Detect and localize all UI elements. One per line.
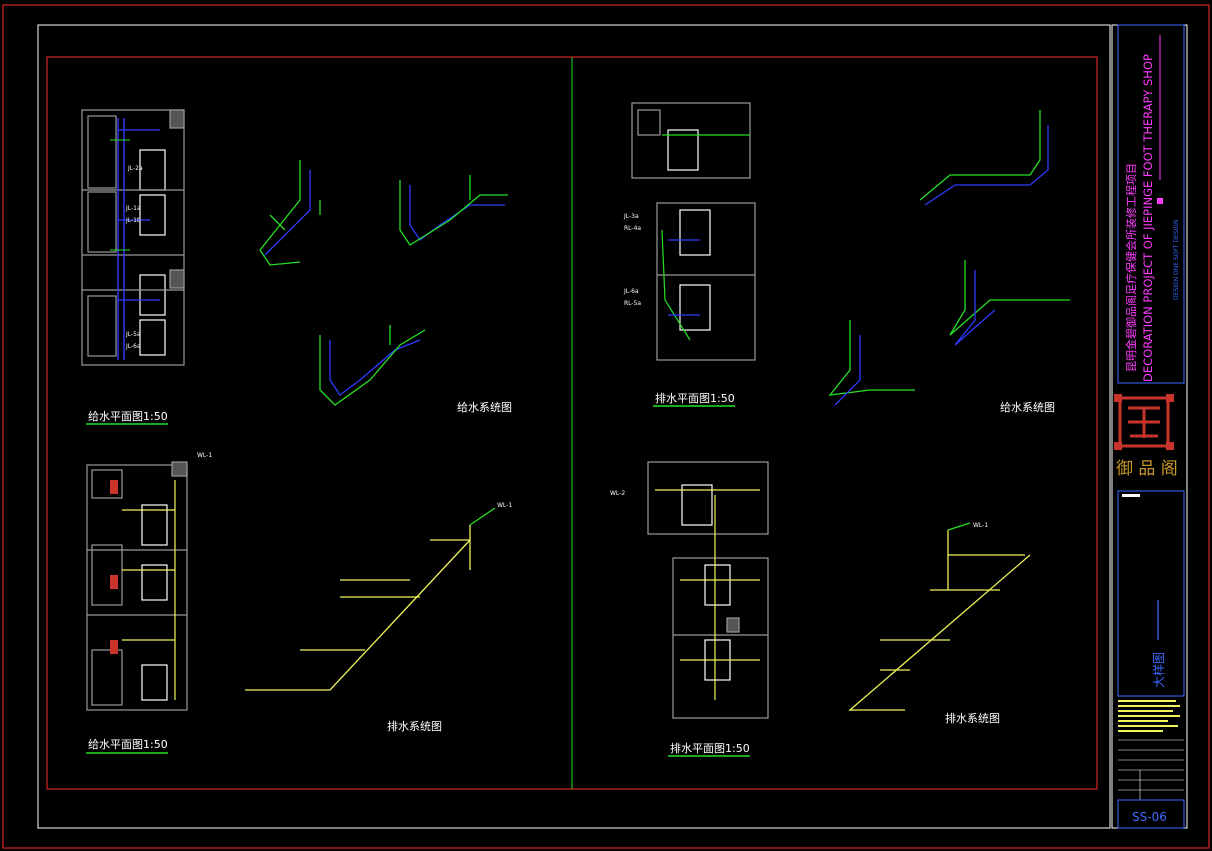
plan-label: JL-1b bbox=[125, 217, 141, 224]
plan-label: JL-6a bbox=[125, 343, 141, 350]
supply-system-isometric bbox=[259, 160, 508, 406]
supply-plan-top-labels: JL-2a JL-1a JL-1b JL-5a JL-6a bbox=[125, 165, 143, 350]
designer-note: DESIGN ONE SOFT DESIGN bbox=[1173, 219, 1180, 300]
plan-label: JL-3a bbox=[623, 213, 639, 220]
plan-label: RL-4a bbox=[624, 225, 641, 232]
supply-system-caption-left: 给水系统图 bbox=[457, 401, 512, 414]
drain-plan-top-caption: 排水平面图1:50 bbox=[655, 391, 735, 405]
plan-label: RL-5a bbox=[624, 300, 641, 307]
plan-label: JL-1a bbox=[125, 205, 141, 212]
revision-table bbox=[1118, 739, 1184, 800]
supply-system-isometric-right bbox=[828, 110, 1070, 406]
drain-plan-bottom bbox=[647, 461, 769, 719]
supply-plan-top bbox=[81, 109, 185, 366]
title-marker bbox=[1157, 198, 1163, 204]
plan-label: JL-6a bbox=[623, 288, 639, 295]
project-name-box bbox=[1117, 24, 1185, 384]
sheet-number: SS-06 bbox=[1132, 810, 1167, 824]
drain-plan-bottom-tag: WL-2 bbox=[610, 490, 625, 497]
drain-system-isometric-right bbox=[848, 522, 1031, 711]
supply-plan-bottom-caption: 给水平面图1:50 bbox=[88, 738, 168, 751]
project-title-cn: 昆明金碧御品阁足疗保健会所装修工程项目 bbox=[1124, 163, 1138, 372]
drain-plan-top bbox=[631, 102, 756, 361]
plan-label: JL-5a bbox=[125, 331, 141, 338]
drain-plan-bottom-caption: 排水平面图1:50 bbox=[670, 741, 750, 755]
drawing-border bbox=[37, 24, 1111, 829]
drawing-title-box bbox=[1117, 490, 1185, 697]
plan-label: JL-2a bbox=[127, 165, 143, 172]
drawing-title: 大样图 bbox=[1151, 652, 1166, 688]
general-notes-block bbox=[1118, 700, 1180, 732]
left-panel: JL-2a JL-1a JL-1b JL-5a JL-6a 给水平面图1:50 … bbox=[81, 109, 512, 754]
supply-plan-bottom bbox=[86, 461, 188, 711]
outer-frame bbox=[2, 4, 1210, 849]
brand-name: 御 品 阁 bbox=[1116, 459, 1178, 479]
title-box-tick bbox=[1122, 494, 1140, 497]
project-title-en: DECORATION PROJECT OF JIEPINGE FOOT THER… bbox=[1141, 54, 1155, 382]
title-block: 昆明金碧御品阁足疗保健会所装修工程项目 DECORATION PROJECT O… bbox=[1111, 24, 1188, 829]
supply-plan-top-caption: 给水平面图1:50 bbox=[88, 410, 168, 423]
drain-system-caption-right: 排水系统图 bbox=[945, 711, 1000, 725]
drain-tag-right: WL-1 bbox=[973, 522, 988, 529]
sheet-number-box bbox=[1117, 799, 1185, 829]
supply-system-caption-right: 给水系统图 bbox=[1000, 401, 1055, 414]
brand-logo-emblem bbox=[1114, 394, 1174, 450]
drain-plan-top-labels: JL-3a RL-4a JL-6a RL-5a bbox=[623, 213, 641, 307]
drain-system-isometric bbox=[245, 507, 496, 691]
drain-tag-left: WL-1 bbox=[497, 502, 512, 509]
plan-bottom-tag: WL-1 bbox=[197, 452, 212, 459]
drain-system-caption-left: 排水系统图 bbox=[387, 719, 442, 733]
right-panel: JL-3a RL-4a JL-6a RL-5a 排水平面图1:50 给水系统图 bbox=[610, 102, 1070, 757]
